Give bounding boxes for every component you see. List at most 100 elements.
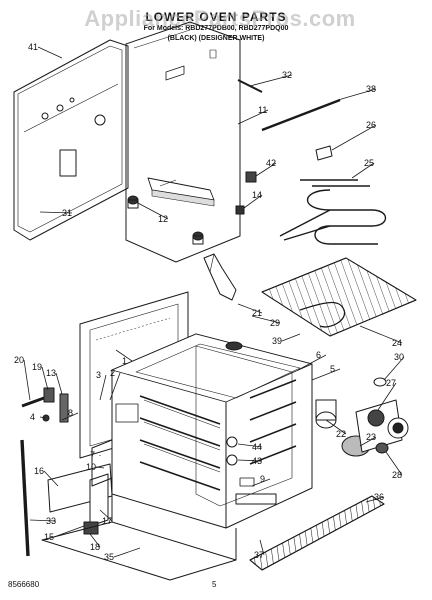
oven-cavity-part <box>111 333 313 529</box>
leader-line <box>237 303 263 314</box>
leader-line <box>255 162 277 177</box>
leveling-leg-part <box>127 195 204 245</box>
leader-line <box>39 211 73 214</box>
part-callout-1: 1 <box>122 356 127 366</box>
part-callout-15: 15 <box>44 532 54 542</box>
part-callout-33: 33 <box>46 516 56 526</box>
part-callout-5: 5 <box>330 364 335 374</box>
part-callout-43: 43 <box>252 456 262 466</box>
bracket-part <box>315 145 333 161</box>
page-number: 5 <box>212 580 217 589</box>
leader-line <box>115 349 133 362</box>
part-callout-9: 9 <box>260 474 265 484</box>
leader-line <box>237 443 263 448</box>
leader-line <box>377 382 397 411</box>
wire-bracket-part <box>91 439 113 487</box>
leader-line <box>297 354 327 371</box>
leader-line <box>113 547 141 558</box>
leader-line <box>383 356 405 381</box>
part-callout-39: 39 <box>272 336 282 346</box>
part-callout-17: 17 <box>102 516 112 526</box>
leader-line <box>41 366 49 391</box>
leader-line <box>43 470 59 487</box>
thermostat-part <box>315 399 337 429</box>
part-callout-31: 31 <box>62 208 72 218</box>
leader-line <box>39 416 47 419</box>
leader-line <box>365 496 385 503</box>
side-panel-part <box>125 21 241 263</box>
part-callout-25: 25 <box>364 158 374 168</box>
leader-line <box>281 333 301 342</box>
part-callout-11: 11 <box>258 105 267 115</box>
part-callout-21: 21 <box>252 308 262 318</box>
finish-colors: (BLACK) (DESIGNER WHITE) <box>167 35 265 42</box>
part-callout-44: 44 <box>252 442 262 452</box>
leader-line <box>237 109 269 125</box>
part-callout-13: 13 <box>46 368 56 378</box>
door-seal-part <box>20 439 30 557</box>
part-callout-29: 29 <box>270 318 280 328</box>
leader-line <box>251 315 281 324</box>
leader-line <box>61 412 79 421</box>
leader-line <box>29 519 57 522</box>
leader-line <box>259 539 265 556</box>
part-callout-10: 10 <box>86 462 96 472</box>
part-callout-23: 23 <box>366 432 376 442</box>
vent-tube-part <box>203 253 237 301</box>
part-callout-28: 28 <box>392 470 402 480</box>
leader-line <box>23 359 31 401</box>
oven-rack-part <box>261 257 417 337</box>
part-callout-4: 4 <box>30 412 35 422</box>
leader-line <box>325 419 347 435</box>
model-numbers: For Models: RBD277PDB00, RBD277PDQ00 <box>143 25 289 32</box>
leader-line <box>53 525 85 538</box>
leader-line <box>109 372 121 401</box>
part-callout-2: 2 <box>110 368 115 378</box>
leader-line <box>351 162 375 179</box>
leader-line <box>99 374 107 401</box>
leader-line <box>251 478 271 487</box>
knob-assembly-part <box>355 399 409 454</box>
ring-part <box>373 377 387 387</box>
figure-number: 8566680 <box>8 580 40 589</box>
part-callout-6: 6 <box>316 350 321 360</box>
leader-line <box>95 466 105 469</box>
part-callout-35: 35 <box>104 552 114 562</box>
part-callout-8: 8 <box>68 408 73 418</box>
leader-line <box>89 533 101 548</box>
part-callout-12: 12 <box>158 214 168 224</box>
leader-line <box>385 451 403 476</box>
part-callout-27: 27 <box>386 378 396 388</box>
part-callout-7: 7 <box>90 450 95 460</box>
diagram-title: LOWER OVEN PARTS <box>145 10 287 24</box>
rear-shield-part <box>13 39 129 241</box>
leader-line <box>37 46 63 59</box>
leader-line <box>337 88 377 101</box>
broil-element-part <box>279 179 387 245</box>
part-callout-22: 22 <box>336 429 346 439</box>
part-callout-16: 16 <box>34 466 44 476</box>
part-callout-19: 19 <box>32 362 42 372</box>
part-callout-37: 37 <box>254 550 264 560</box>
watermark: AppliancePartsPros.com <box>84 6 356 31</box>
clip-part <box>235 205 245 215</box>
part-callout-3: 3 <box>96 370 101 380</box>
leader-line <box>249 74 293 87</box>
toe-kick-grille-part <box>249 495 385 571</box>
bake-element-part <box>235 493 277 505</box>
part-callout-32: 32 <box>282 70 292 80</box>
part-callout-14: 14 <box>252 190 262 200</box>
hinge-pin-part <box>21 387 69 423</box>
leader-line <box>99 509 113 522</box>
leader-line <box>55 372 63 395</box>
part-callout-30: 30 <box>394 352 404 362</box>
part-callout-26: 26 <box>366 120 376 130</box>
leader-line <box>311 368 341 381</box>
part-callout-18: 18 <box>90 542 100 552</box>
leader-line <box>359 325 403 344</box>
part-callout-42: 42 <box>266 158 276 168</box>
leader-line <box>331 124 377 151</box>
part-callout-36: 36 <box>374 492 384 502</box>
bottom-trim-part <box>41 494 237 581</box>
vent-trim-part <box>261 98 341 132</box>
